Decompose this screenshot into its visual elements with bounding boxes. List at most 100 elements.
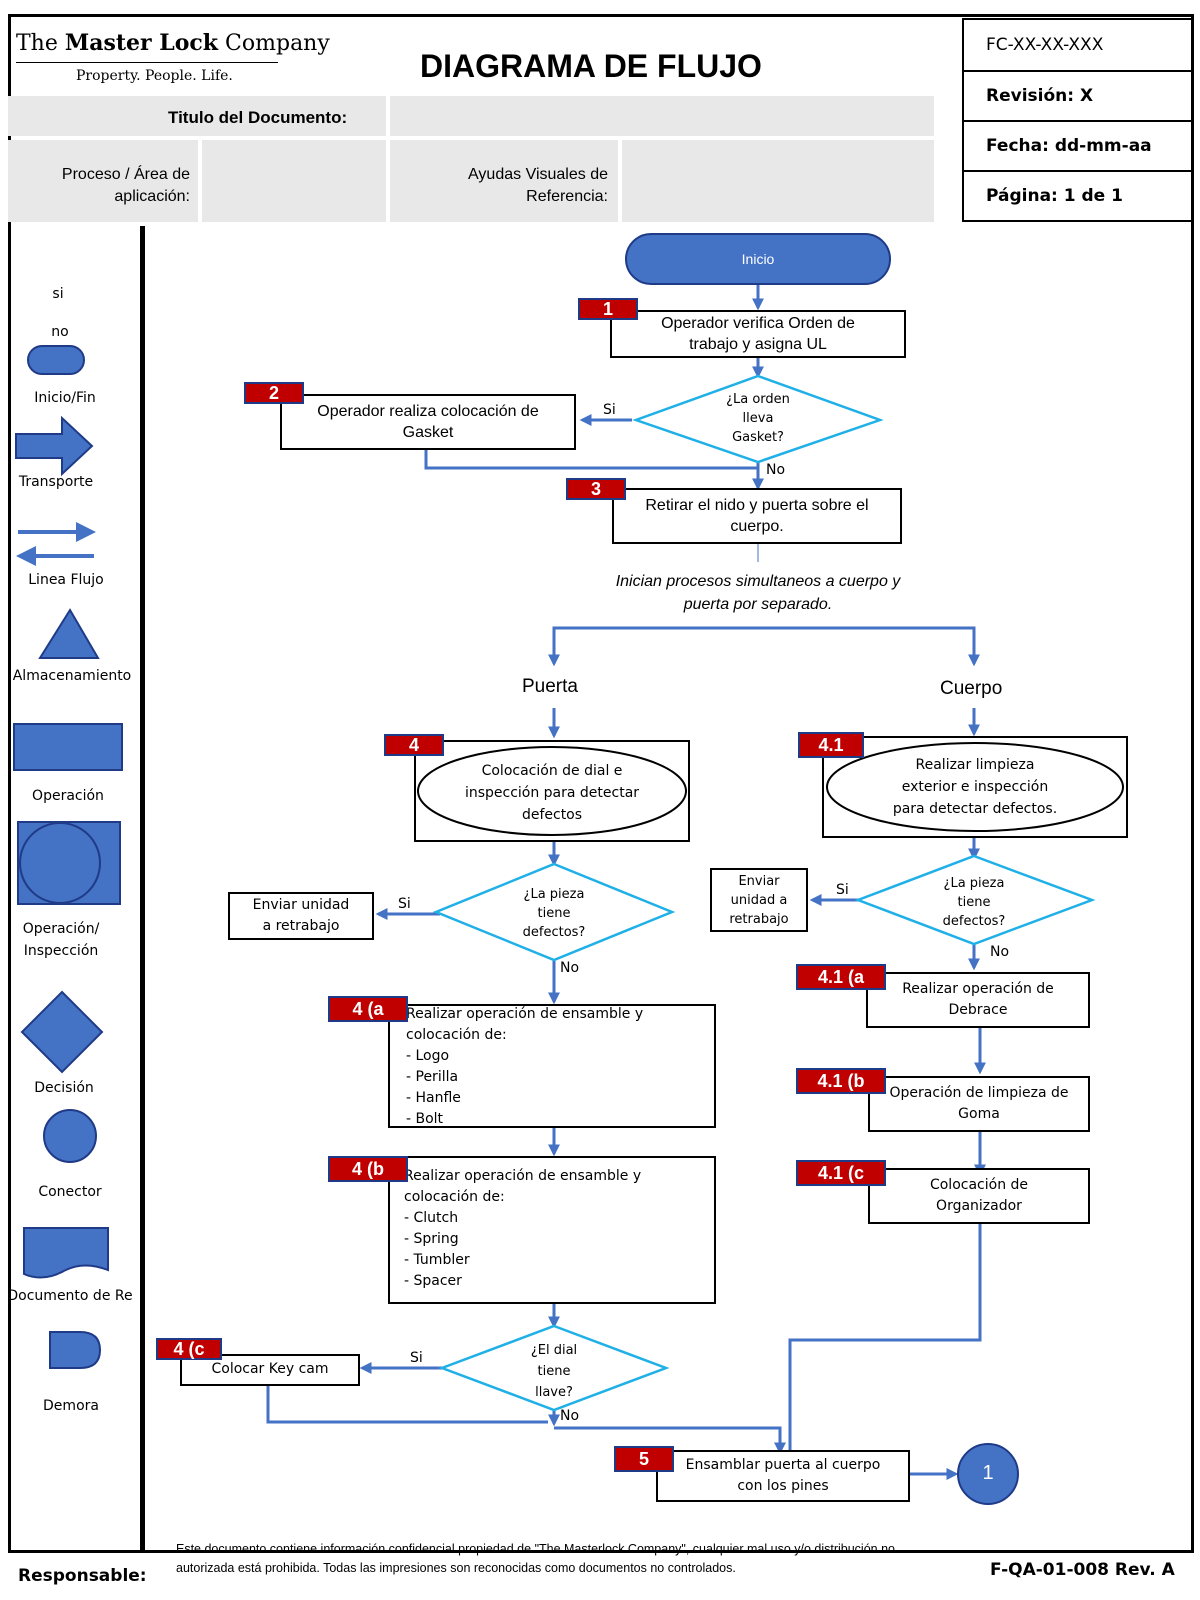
- footer-disclaimer-line: autorizada está prohibida. Todas las imp…: [176, 1561, 736, 1575]
- decision-4c-line: ¿El dial: [530, 1343, 578, 1358]
- step-1-text: Operador verifica Orden de trabajo y asi…: [612, 313, 904, 355]
- flow-line: [554, 1426, 786, 1455]
- step-2-box: [280, 394, 576, 450]
- step-5-box: [656, 1450, 910, 1502]
- step-41c-text: Colocación de Organizador: [870, 1175, 1088, 1217]
- step-41a-text: Realizar operación de Debrace: [868, 979, 1088, 1021]
- decision-41-line: defectos?: [942, 914, 1006, 929]
- document-icon: [23, 1227, 109, 1279]
- decision-4c-no: No: [560, 1408, 580, 1424]
- start-end-shape: [27, 345, 85, 375]
- flow-line: [424, 448, 758, 470]
- step-4b-box: [388, 1156, 716, 1304]
- footer-responsible: Responsable:: [18, 1566, 147, 1586]
- step-4-line: inspección para detectar: [464, 785, 640, 801]
- step-5-line: Ensamblar puerta al cuerpo: [685, 1457, 881, 1473]
- step-41b-line: Operación de limpieza de: [889, 1085, 1069, 1101]
- step-41b-box: [868, 1076, 1090, 1132]
- step-41c-line: Colocación de: [929, 1177, 1029, 1193]
- process-label-line: aplicación:: [114, 188, 190, 205]
- decision-4-line: ¿La pieza: [523, 887, 585, 902]
- decision-4-line: defectos?: [522, 925, 586, 940]
- decision-4-line: tiene: [537, 906, 571, 921]
- step-41c-badge: 4.1 (c: [796, 1160, 886, 1186]
- rework-right-line: Enviar: [738, 874, 780, 889]
- decision-1-yes: Si: [603, 402, 616, 418]
- step-5-badge: 5: [614, 1446, 674, 1472]
- step-3-text: Retirar el nido y puerta sobre el cuerpo…: [614, 495, 900, 537]
- step-41-text: Realizar limpieza exterior e inspección …: [860, 754, 1090, 820]
- legend-transport: Transporte: [18, 474, 94, 490]
- flow-line: [552, 626, 976, 660]
- step-5-line: con los pines: [737, 1478, 829, 1494]
- decision-4c-diamond: [438, 1324, 670, 1412]
- decision-41-diamond: [854, 854, 1096, 946]
- rework-right-line: unidad a: [730, 893, 788, 908]
- step-1-badge: 1: [578, 298, 638, 320]
- step-41-line: Realizar limpieza: [915, 757, 1035, 773]
- start-label: Inicio: [741, 251, 775, 267]
- rework-left-line: a retrabajo: [262, 918, 340, 934]
- rework-left-text: Enviar unidad a retrabajo: [230, 895, 372, 937]
- step-41a-line: Realizar operación de: [902, 981, 1054, 997]
- step-4b-badge: 4 (b: [328, 1156, 408, 1182]
- step-41a-box: [866, 972, 1090, 1028]
- flow-line: [788, 1224, 982, 1452]
- rework-left-box: [228, 892, 374, 940]
- legend-flow-line: Linea Flujo: [28, 572, 104, 588]
- parallel-note: Inician procesos simultaneos a cuerpo y …: [586, 570, 930, 616]
- legend-document: Documento de Re: [7, 1288, 133, 1304]
- process-label-line: Proceso / Área de: [61, 166, 190, 183]
- step-4-text: Colocación de dial e inspección para det…: [440, 760, 664, 826]
- step-4-line: Colocación de dial e: [481, 763, 623, 779]
- connector-1-circle: [957, 1443, 1019, 1505]
- step-4a-box: [388, 1004, 716, 1128]
- legend-op-inspection: Operación/ Inspección: [0, 918, 122, 962]
- rework-right-text: Enviar unidad a retrabajo: [712, 872, 806, 929]
- decision-4c-line: tiene: [537, 1364, 571, 1379]
- parallel-note-line: Inician procesos simultaneos a cuerpo y: [615, 573, 901, 590]
- decision-4c-yes: Si: [410, 1350, 423, 1366]
- step-4-inspection-ellipse: [417, 746, 687, 836]
- legend-connector: Conector: [38, 1184, 102, 1200]
- process-label-cell: [8, 140, 198, 222]
- decision-1-line: lleva: [742, 411, 774, 426]
- step-4b-text: Realizar operación de ensamble y colocac…: [404, 1168, 642, 1289]
- legend-delay: Demora: [43, 1398, 99, 1414]
- rework-right-line: retrabajo: [729, 912, 789, 927]
- process-value-cell: [202, 140, 386, 222]
- step-2-line: Operador realiza colocación de: [317, 403, 539, 420]
- start-terminal: [625, 233, 891, 285]
- step-3-line: cuerpo.: [730, 518, 784, 535]
- legend-storage: Almacenamiento: [12, 668, 132, 684]
- doc-title-label: Titulo del Documento:: [168, 108, 348, 127]
- decision-4-diamond: [432, 862, 676, 962]
- decision-41-line: ¿La pieza: [943, 876, 1005, 891]
- decision-4-text: ¿La pieza tiene defectos?: [494, 885, 614, 942]
- decision-41-text: ¿La pieza tiene defectos?: [920, 874, 1028, 931]
- step-41-inspection-ellipse: [826, 742, 1124, 832]
- step-3-badge: 3: [566, 478, 626, 500]
- company-tagline: Property. People. Life.: [76, 68, 233, 84]
- branch-puerta: Puerta: [522, 676, 578, 697]
- step-4a-text: Realizar operación de ensamble y colocac…: [406, 1006, 644, 1126]
- step-41b-line: Goma: [958, 1106, 1000, 1122]
- step-4a-badge: 4 (a: [328, 996, 408, 1022]
- step-41b-badge: 4.1 (b: [796, 1068, 886, 1094]
- decision-4c-line: llave?: [535, 1385, 573, 1400]
- parallel-note-line: puerta por separado.: [683, 596, 833, 613]
- rework-right-box: [710, 868, 808, 932]
- legend-divider: [140, 226, 145, 1551]
- step-1-line: Operador verifica Orden de: [661, 315, 855, 332]
- visual-aids-label-line: Ayudas Visuales de: [468, 166, 608, 183]
- branch-cuerpo: Cuerpo: [940, 678, 1003, 699]
- decision-4-no: No: [560, 960, 580, 976]
- footer-disclaimer: Este documento contiene información conf…: [176, 1540, 1106, 1578]
- connector-circle-icon: [43, 1109, 97, 1163]
- step-1-box: [610, 310, 906, 358]
- delay-icon: [49, 1331, 102, 1369]
- footer-form-code: F-QA-01-008 Rev. A: [990, 1560, 1175, 1580]
- page-title: DIAGRAMA DE FLUJO: [420, 48, 762, 84]
- legend-si: si: [52, 286, 64, 302]
